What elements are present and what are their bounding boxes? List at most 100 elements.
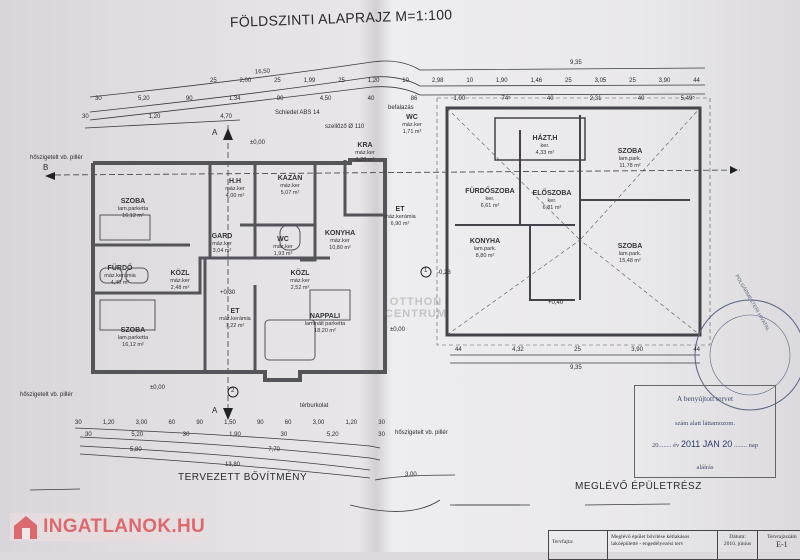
pillar-label: hőszigetelt vb. pillér [20, 392, 73, 398]
dimension-value: 30 [82, 114, 89, 120]
pillar-label: hőszigetelt vb. pillér [395, 430, 448, 436]
dimension-value: 5,20 [131, 432, 144, 438]
dimension-value: 1,90 [229, 432, 241, 438]
dimension-value: 1,90 [495, 78, 508, 84]
dimension-value: 5,20 [326, 432, 339, 438]
house-icon [14, 516, 38, 539]
dimension-line [450, 354, 700, 364]
dimension-value: 3,05 [594, 78, 607, 84]
dimension-line [89, 86, 706, 121]
dimension-value: 30 [85, 432, 92, 438]
dimension-value: 30 [95, 96, 102, 102]
dimension-line [79, 436, 381, 461]
dimension-value: 30 [75, 420, 82, 426]
dimension-value: 60 [284, 420, 292, 426]
section-marker-icon [730, 166, 738, 174]
paving-label: térburkolat [300, 403, 329, 409]
dimension-value: 3,00 [135, 420, 148, 426]
dimension-value: 25 [574, 347, 581, 353]
dim-total-bottom: 13,80 [225, 462, 241, 468]
dimension-value: 1,20 [367, 78, 380, 84]
approval-stamp: A benyújtott tervet szám alatt láttamozo… [634, 385, 776, 478]
dimension-value: 40 [546, 96, 554, 102]
dimension-value: 4,70 [220, 114, 232, 120]
ingatlanok-logo: INGATLANOK.HU [10, 513, 205, 541]
dimension-value: 60 [168, 420, 176, 426]
dimension-value: 10 [466, 78, 474, 84]
dimension-value: 3,00 [312, 420, 325, 426]
dimension-value: 4,50 [319, 96, 332, 102]
dimension-value: 90 [185, 96, 193, 102]
vent-label: szellőző Ø 110 [325, 124, 365, 130]
dimension-value: 7,70 [268, 447, 280, 453]
dimension-value: 44 [693, 347, 700, 353]
marker-label: 2 [231, 388, 235, 394]
level-label: -0,28 [437, 270, 451, 276]
official-seal [694, 299, 800, 411]
level-label: +0,40 [548, 300, 564, 306]
section-label: B [43, 163, 49, 172]
level-label: ±0,00 [150, 385, 165, 391]
section-label: A [212, 128, 218, 137]
dimension-value: 25 [210, 78, 217, 84]
section-marker-icon [223, 408, 233, 420]
roof-ridge-lines [446, 107, 701, 336]
dimension-value: 25 [629, 78, 636, 84]
dimension-value: 1,20 [102, 420, 115, 426]
level-label: ±0,00 [250, 140, 265, 146]
dimension-line [84, 119, 241, 129]
dimension-value: 30 [280, 432, 288, 438]
dimension-value: 90 [276, 96, 284, 102]
dimension-value: 25 [565, 78, 572, 84]
dimension-value: 1,99 [303, 78, 316, 84]
dimension-value: 30 [378, 420, 385, 426]
dimension-value: 5,49⁵ [680, 96, 695, 102]
dimension-line [89, 60, 706, 98]
walling-label: befalazás [388, 105, 414, 111]
dimension-value: 44 [455, 347, 462, 353]
dimension-value: 30 [182, 432, 190, 438]
dimension-value: 1,50 [224, 420, 236, 426]
dimension-value: 44 [693, 78, 700, 84]
marker-label: 1 [424, 268, 428, 274]
title-block: Tervfajta: Meglévő épület bővítése kétla… [548, 530, 800, 560]
dimension-value: 3,90 [658, 78, 671, 84]
dimension-value: 4,32 [512, 347, 524, 353]
existing-walls [445, 106, 702, 337]
stamp-date: 2011 JAN 20 [680, 439, 733, 449]
dimension-value: 74⁵ [501, 96, 511, 102]
dim-existing-total: 9,35 [570, 365, 582, 371]
dimension-value: 5,20 [137, 96, 150, 102]
dim-row-bottom-3: 5,80 7,70 [130, 447, 280, 455]
section-label: A [212, 406, 218, 415]
dimension-line [79, 453, 371, 479]
planned-extension-label: TERVEZETT BŐVÍTMÉNY [178, 472, 308, 483]
dimension-value: 25 [338, 78, 345, 84]
dimension-value: 10 [402, 78, 409, 84]
dimension-value: 5,80 [130, 447, 142, 453]
dimension-line [374, 474, 456, 481]
chimney-label: Schiedel ABS 14 [275, 110, 320, 116]
dimension-value: 25 [274, 78, 281, 84]
